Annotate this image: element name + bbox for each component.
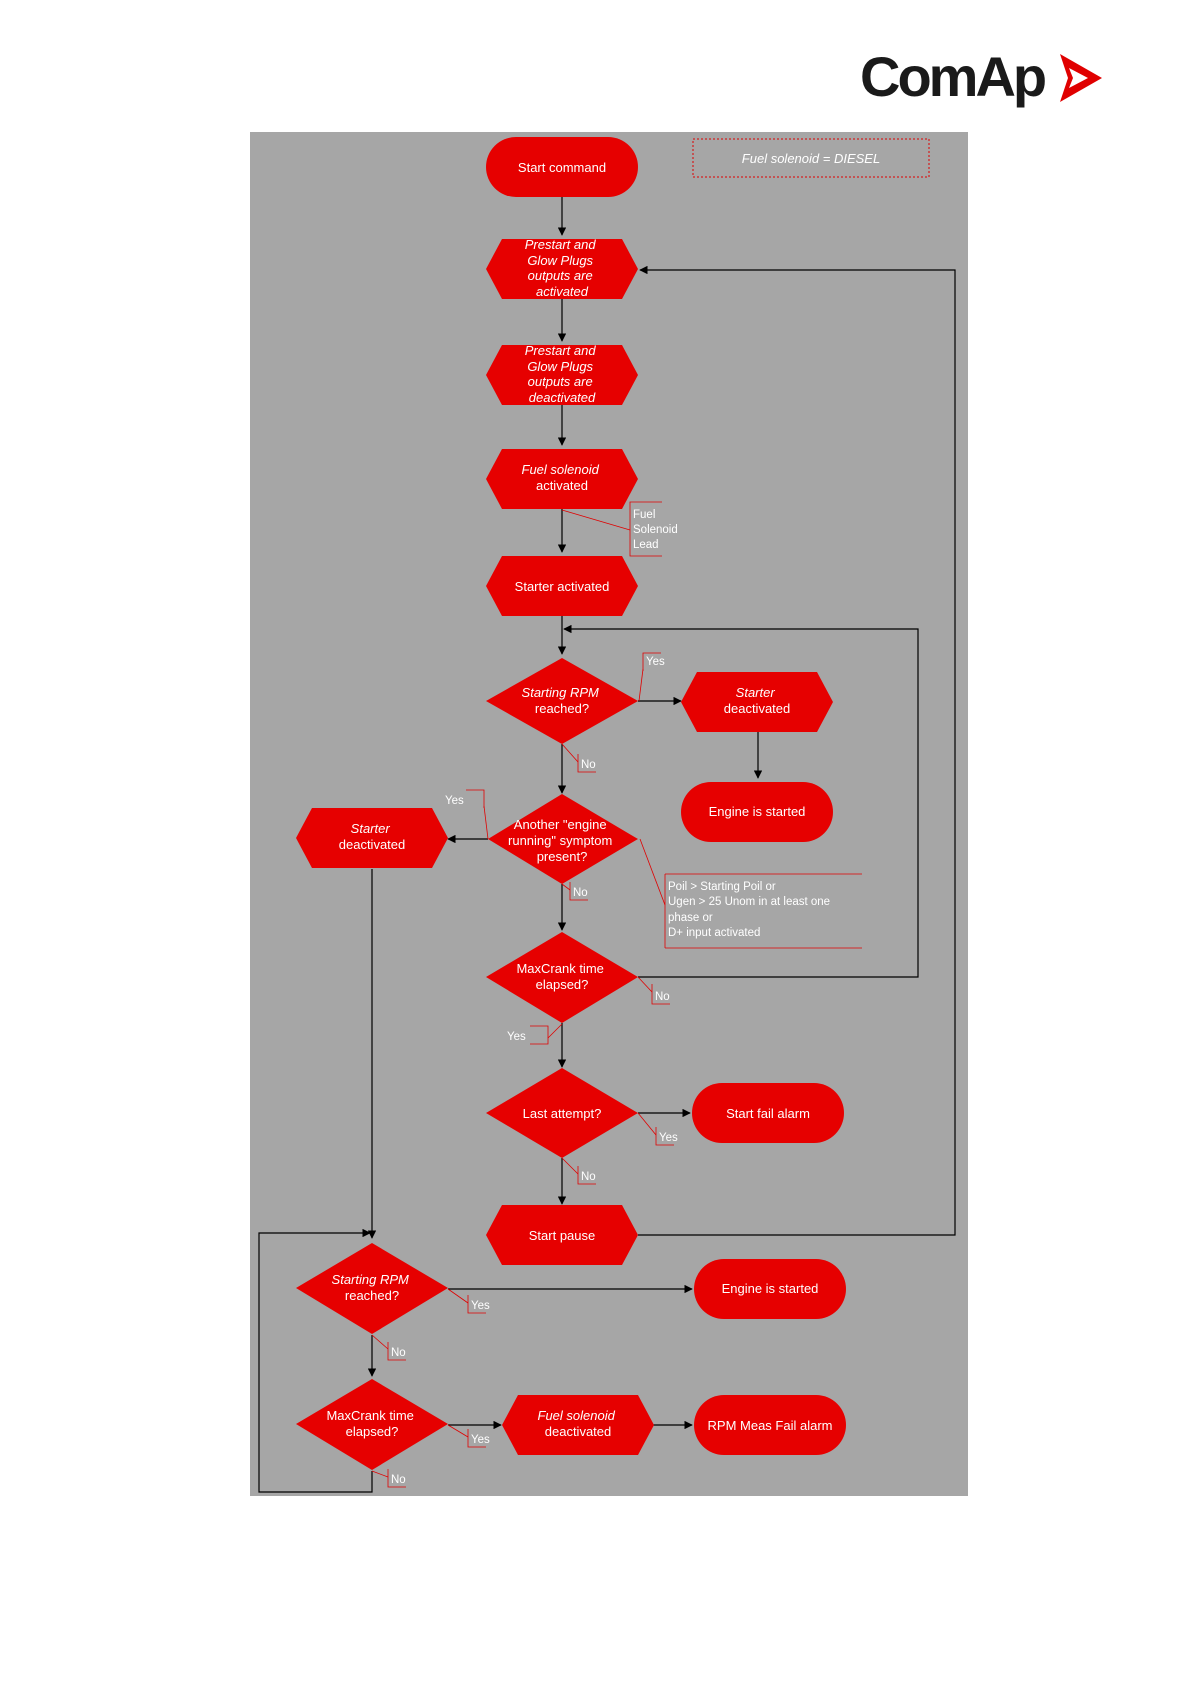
label-yes-rpm1: Yes — [646, 656, 665, 668]
svg-text:Starter deactivated: Starter deactivated — [724, 685, 791, 716]
node-prestart-activated: Prestart and Glow Plugs outputs are acti… — [486, 237, 638, 299]
svg-text:Starter activated: Starter activated — [515, 579, 610, 594]
svg-text:Fuel solenoid deactiva: Fuel solenoid deactivated — [538, 1408, 619, 1439]
svg-text:Start command: Start command — [518, 160, 606, 175]
node-maxcrank-elapsed-1: MaxCrank time elapsed? — [486, 932, 638, 1023]
branch-label-text: Yes No Yes No No Yes Yes No Yes No Yes N… — [391, 656, 678, 1486]
label-yes-maxcrank1: Yes — [507, 1031, 526, 1043]
svg-text:Fuel Solenoid: Fuel Solenoid Lead — [633, 509, 681, 551]
logo-wordmark: ComAp — [860, 45, 1047, 108]
label-no-last-attempt: No — [581, 1171, 596, 1183]
legend-text: Fuel solenoid = DIESEL — [742, 151, 880, 166]
svg-text:Starter deactivated: Starter deactivated — [339, 821, 406, 852]
node-last-attempt: Last attempt? — [486, 1068, 638, 1158]
node-maxcrank-elapsed-2: MaxCrank time elapsed? — [296, 1379, 448, 1470]
flowchart: Fuel solenoid = DIESEL Start command Pre… — [258, 137, 956, 1493]
node-fuel-solenoid-activated: Fuel solenoid activated — [486, 449, 638, 509]
svg-text:Fuel solenoid activate: Fuel solenoid activated — [522, 462, 603, 493]
node-engine-started-1: Engine is started — [681, 782, 833, 842]
svg-text:Another "engine runnin: Another "engine running" symptom present… — [508, 817, 616, 864]
node-starter-deactivated-2: Starter deactivated — [296, 808, 448, 868]
node-rpm-meas-fail-alarm: RPM Meas Fail alarm — [694, 1395, 846, 1455]
flowchart-canvas: Fuel solenoid = DIESEL Start command Pre… — [250, 132, 968, 1496]
svg-text:Poil > Starting Poil or: Poil > Starting Poil or Ugen > 25 Unom i… — [668, 881, 833, 939]
node-engine-running-symptom: Another "engine running" symptom present… — [488, 794, 638, 884]
label-no-rpm1: No — [581, 759, 596, 771]
svg-text:RPM Meas Fail alarm: RPM Meas Fail alarm — [708, 1418, 833, 1433]
logo-arrow-icon — [1060, 54, 1102, 102]
svg-text:Starting RPM reached?: Starting RPM reached? — [522, 685, 603, 716]
node-prestart-deactivated: Prestart and Glow Plugs outputs are deac… — [486, 343, 638, 405]
svg-text:Prestart and Glow Plug: Prestart and Glow Plugs outputs are acti… — [525, 237, 599, 299]
label-no-symptom: No — [573, 887, 588, 899]
node-start-fail-alarm: Start fail alarm — [692, 1083, 844, 1143]
node-starter-deactivated-1: Starter deactivated — [681, 672, 833, 732]
connectors — [258, 197, 956, 1493]
svg-text:Last attempt?: Last attempt? — [523, 1106, 602, 1121]
svg-text:Engine is started: Engine is started — [709, 804, 806, 819]
node-starting-rpm-reached-2: Starting RPM reached? — [296, 1243, 448, 1334]
label-yes-last-attempt: Yes — [659, 1132, 678, 1144]
label-yes-maxcrank2: Yes — [471, 1434, 490, 1446]
annotation-engine-running-symptoms: Poil > Starting Poil or Ugen > 25 Unom i… — [639, 838, 862, 949]
node-start-command: Start command — [486, 137, 638, 197]
svg-text:Start pause: Start pause — [529, 1228, 596, 1243]
svg-text:MaxCrank time elapsed?: MaxCrank time elapsed? — [516, 961, 607, 992]
svg-text:Prestart and Glow Plug: Prestart and Glow Plugs outputs are deac… — [525, 343, 599, 405]
node-fuel-solenoid-deactivated: Fuel solenoid deactivated — [502, 1395, 654, 1455]
svg-text:Starting RPM reached?: Starting RPM reached? — [332, 1272, 413, 1303]
svg-text:Engine is started: Engine is started — [722, 1281, 819, 1296]
svg-text:Start fail alarm: Start fail alarm — [726, 1106, 810, 1121]
node-engine-started-2: Engine is started — [694, 1259, 846, 1319]
node-starting-rpm-reached-1: Starting RPM reached? — [486, 658, 638, 744]
comap-logo: ComAp — [860, 42, 1102, 112]
annotation-fuel-solenoid-lead: Fuel Solenoid Lead — [561, 501, 681, 557]
label-no-maxcrank2: No — [391, 1474, 406, 1486]
node-start-pause: Start pause — [486, 1205, 638, 1265]
branch-labels — [371, 652, 674, 1488]
label-yes-symptom: Yes — [445, 795, 464, 807]
legend-box: Fuel solenoid = DIESEL — [692, 138, 930, 178]
label-no-maxcrank1: No — [655, 991, 670, 1003]
node-starter-activated: Starter activated — [486, 556, 638, 616]
label-no-rpm2: No — [391, 1347, 406, 1359]
label-yes-rpm2: Yes — [471, 1300, 490, 1312]
svg-text:MaxCrank time elapsed?: MaxCrank time elapsed? — [326, 1408, 417, 1439]
